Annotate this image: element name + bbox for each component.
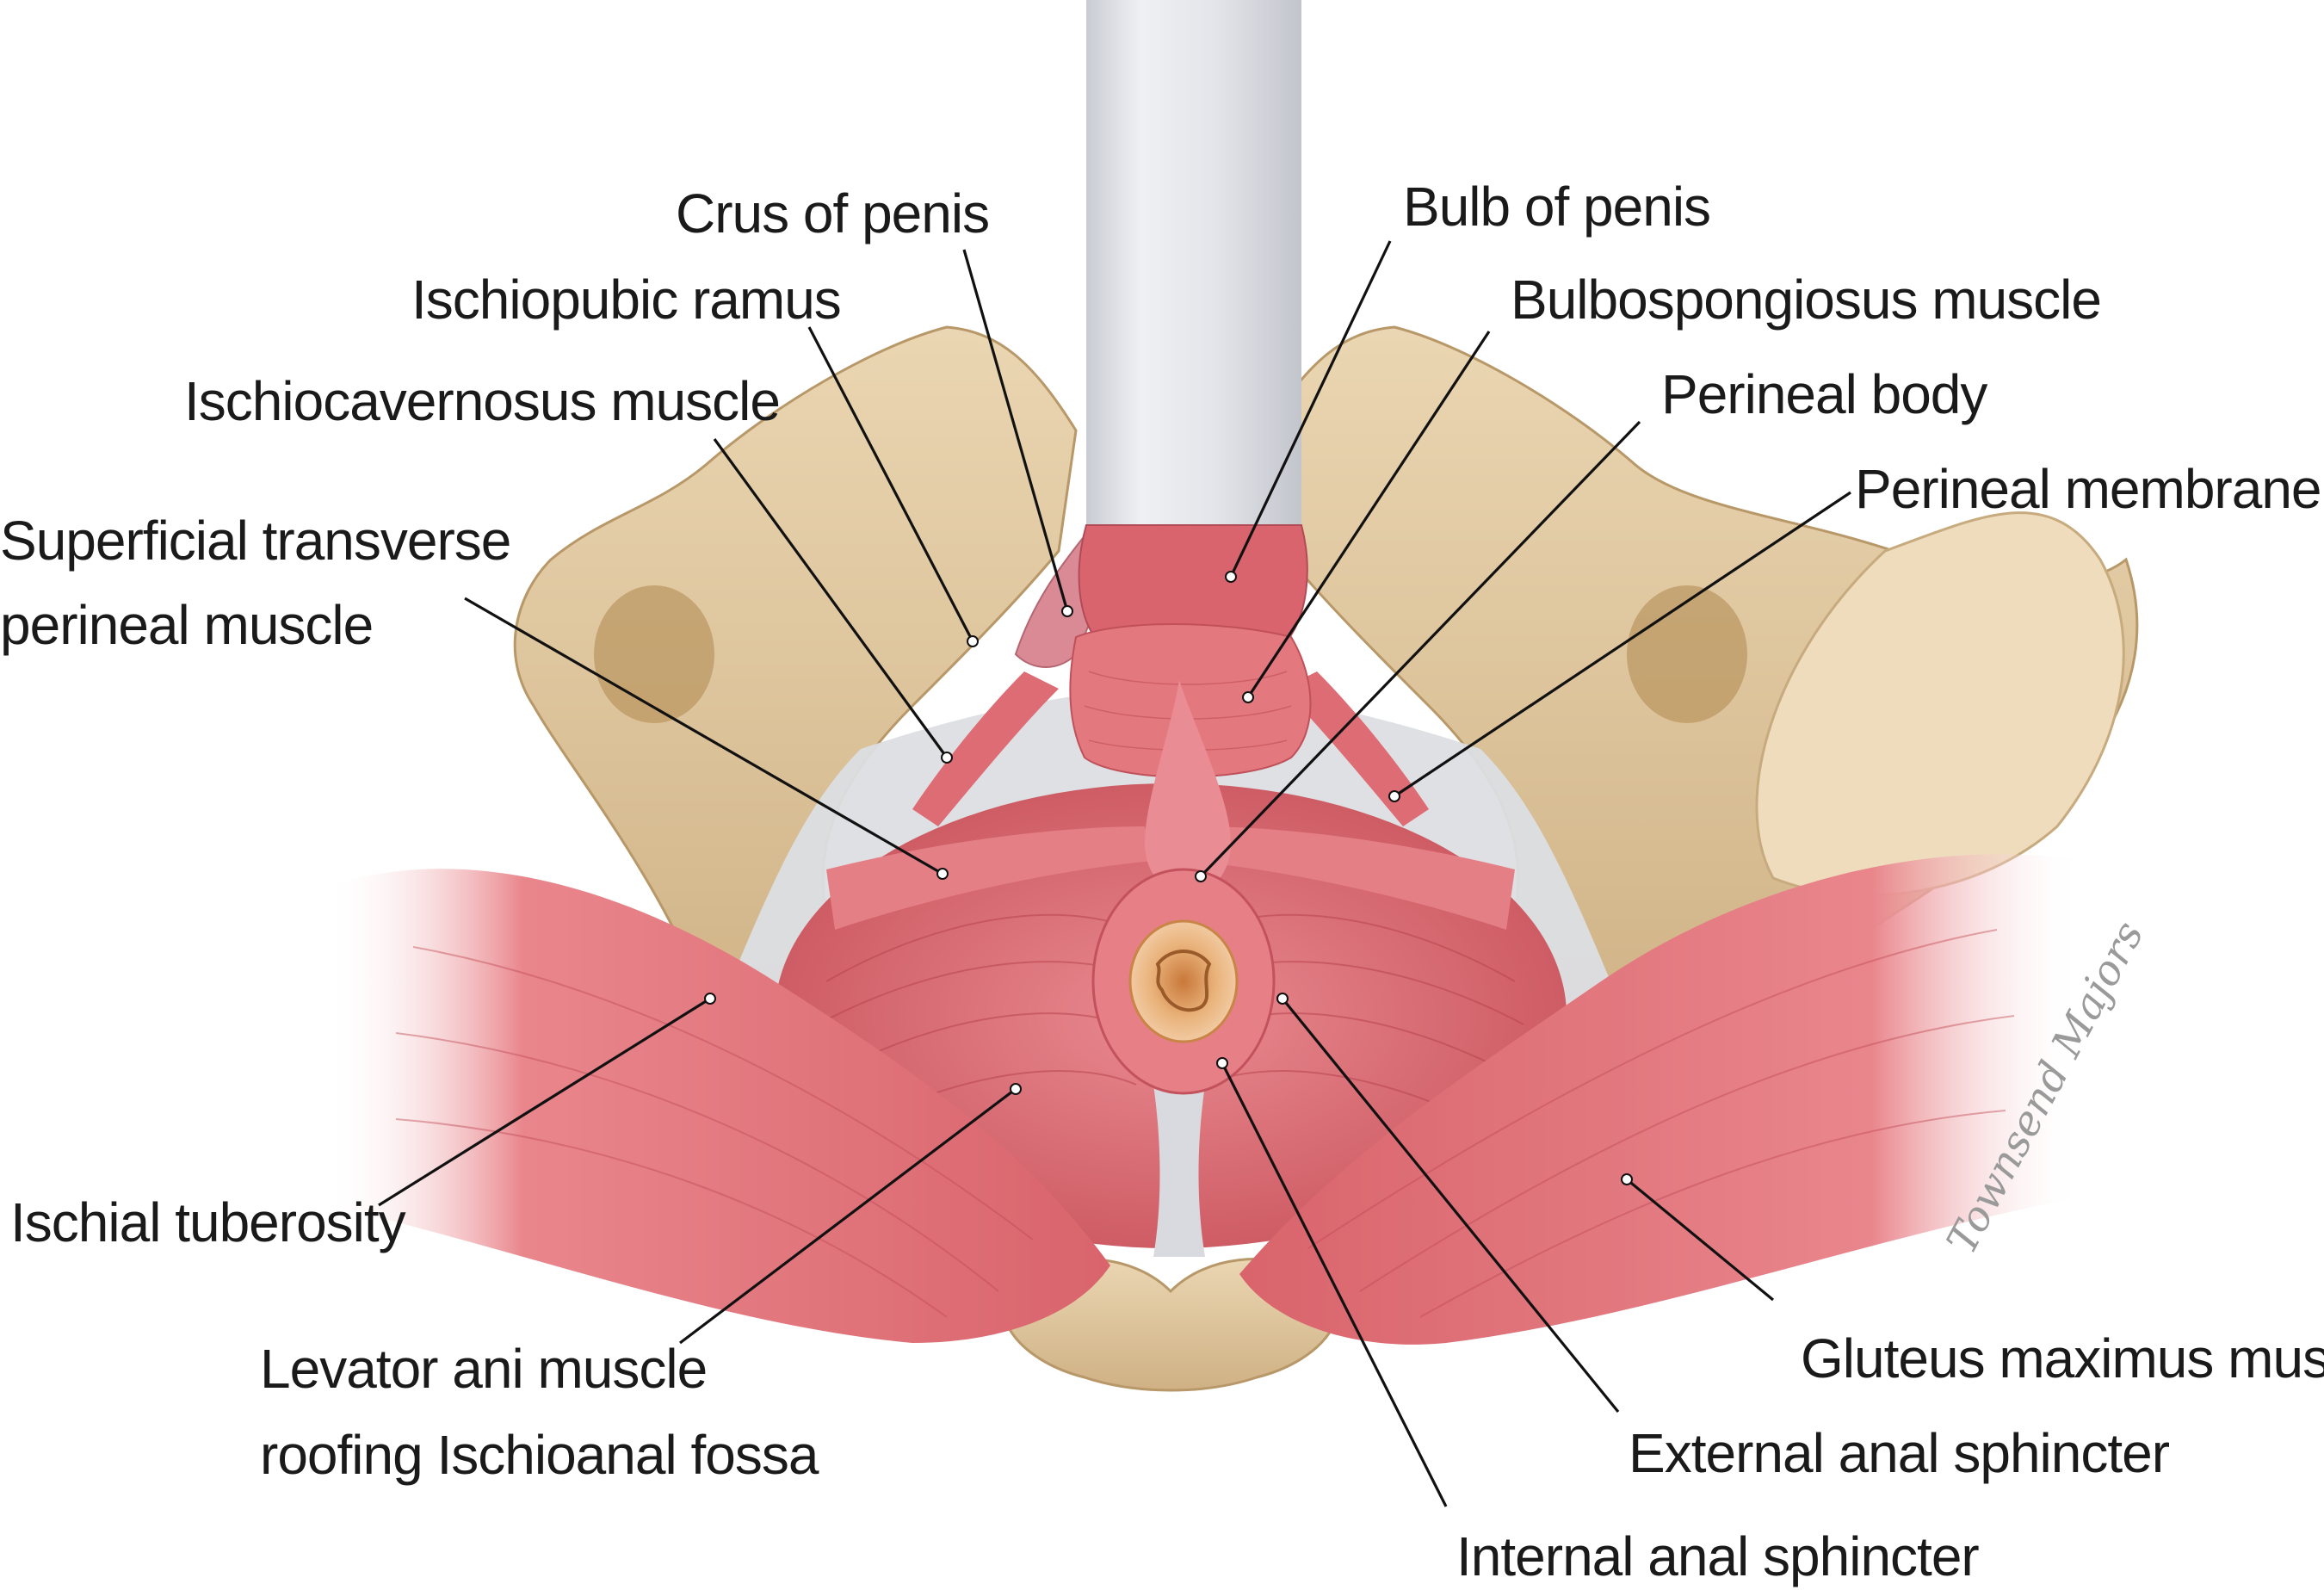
label-external-anal-sphincter: External anal sphincter [1629, 1422, 2170, 1484]
leader-levator-ani [679, 1087, 1017, 1345]
leader-superficial-transverse [464, 597, 943, 875]
label-bulbospongiosus-muscle: Bulbospongiosus muscle [1511, 269, 2101, 331]
label-internal-anal-sphincter: Internal anal sphincter [1456, 1525, 1979, 1587]
label-bulb-of-penis: Bulb of penis [1403, 176, 1710, 238]
anococcygeal-raphe [1153, 1085, 1205, 1257]
leader-perineal-body [1199, 420, 1641, 878]
perineal-body-tissue [1145, 680, 1231, 904]
left-ischiocavernosus [912, 671, 1059, 826]
leader-ischiocavernosus [713, 438, 949, 758]
labels: Crus of penis Ischiopubic ramus Ischioca… [0, 176, 2324, 1587]
leader-crus-of-penis [962, 249, 1069, 612]
label-ischiocavernosus-muscle: Ischiocavernosus muscle [184, 370, 780, 432]
left-gluteus-maximus [327, 869, 1110, 1343]
right-obturator-foramen [1627, 585, 1747, 723]
bulbospongiosus [1069, 623, 1312, 778]
leader-dots [704, 571, 1633, 1185]
right-gluteus-maximus [1239, 854, 2083, 1345]
leader-ischiopubic-ramus [807, 326, 974, 642]
leader-ischial-tuberosity [378, 997, 711, 1207]
penile-shaft [1086, 0, 1301, 542]
label-ischial-tuberosity: Ischial tuberosity [10, 1191, 406, 1253]
gluteus-fibers [395, 929, 2015, 1318]
label-crus-of-penis: Crus of penis [676, 183, 989, 244]
internal-anal-sphincter [1128, 919, 1239, 1043]
label-perineal-body: Perineal body [1661, 363, 1987, 425]
leader-internal-anal-sphincter [1221, 1062, 1448, 1507]
label-superficial-transverse-2: perineal muscle [0, 594, 373, 656]
anal-orifice [1155, 950, 1212, 1012]
leader-bulb-of-penis [1229, 240, 1392, 578]
label-levator-ani-1: Levator ani muscle [260, 1338, 707, 1400]
right-iliac-wing [1755, 511, 2125, 897]
label-superficial-transverse-1: Superficial transverse [0, 510, 510, 572]
right-superficial-transverse-perineal [1188, 826, 1515, 930]
leader-gluteus-maximus [1625, 1178, 1775, 1302]
leader-external-anal-sphincter [1281, 997, 1620, 1414]
leader-perineal-membrane [1394, 491, 1851, 798]
left-obturator-foramen [594, 585, 714, 723]
label-perineal-membrane: Perineal membrane [1855, 458, 2321, 520]
label-levator-ani-2: roofing Ischioanal fossa [260, 1424, 819, 1486]
label-ischiopubic-ramus: Ischiopubic ramus [411, 269, 841, 331]
leader-bulbospongiosus [1246, 331, 1491, 698]
label-gluteus-maximus-muscle: Gluteus maximus muscle [1801, 1327, 2324, 1389]
left-superficial-transverse-perineal [826, 826, 1153, 930]
leader-lines [378, 240, 1851, 1507]
right-ischiocavernosus [1283, 671, 1429, 826]
